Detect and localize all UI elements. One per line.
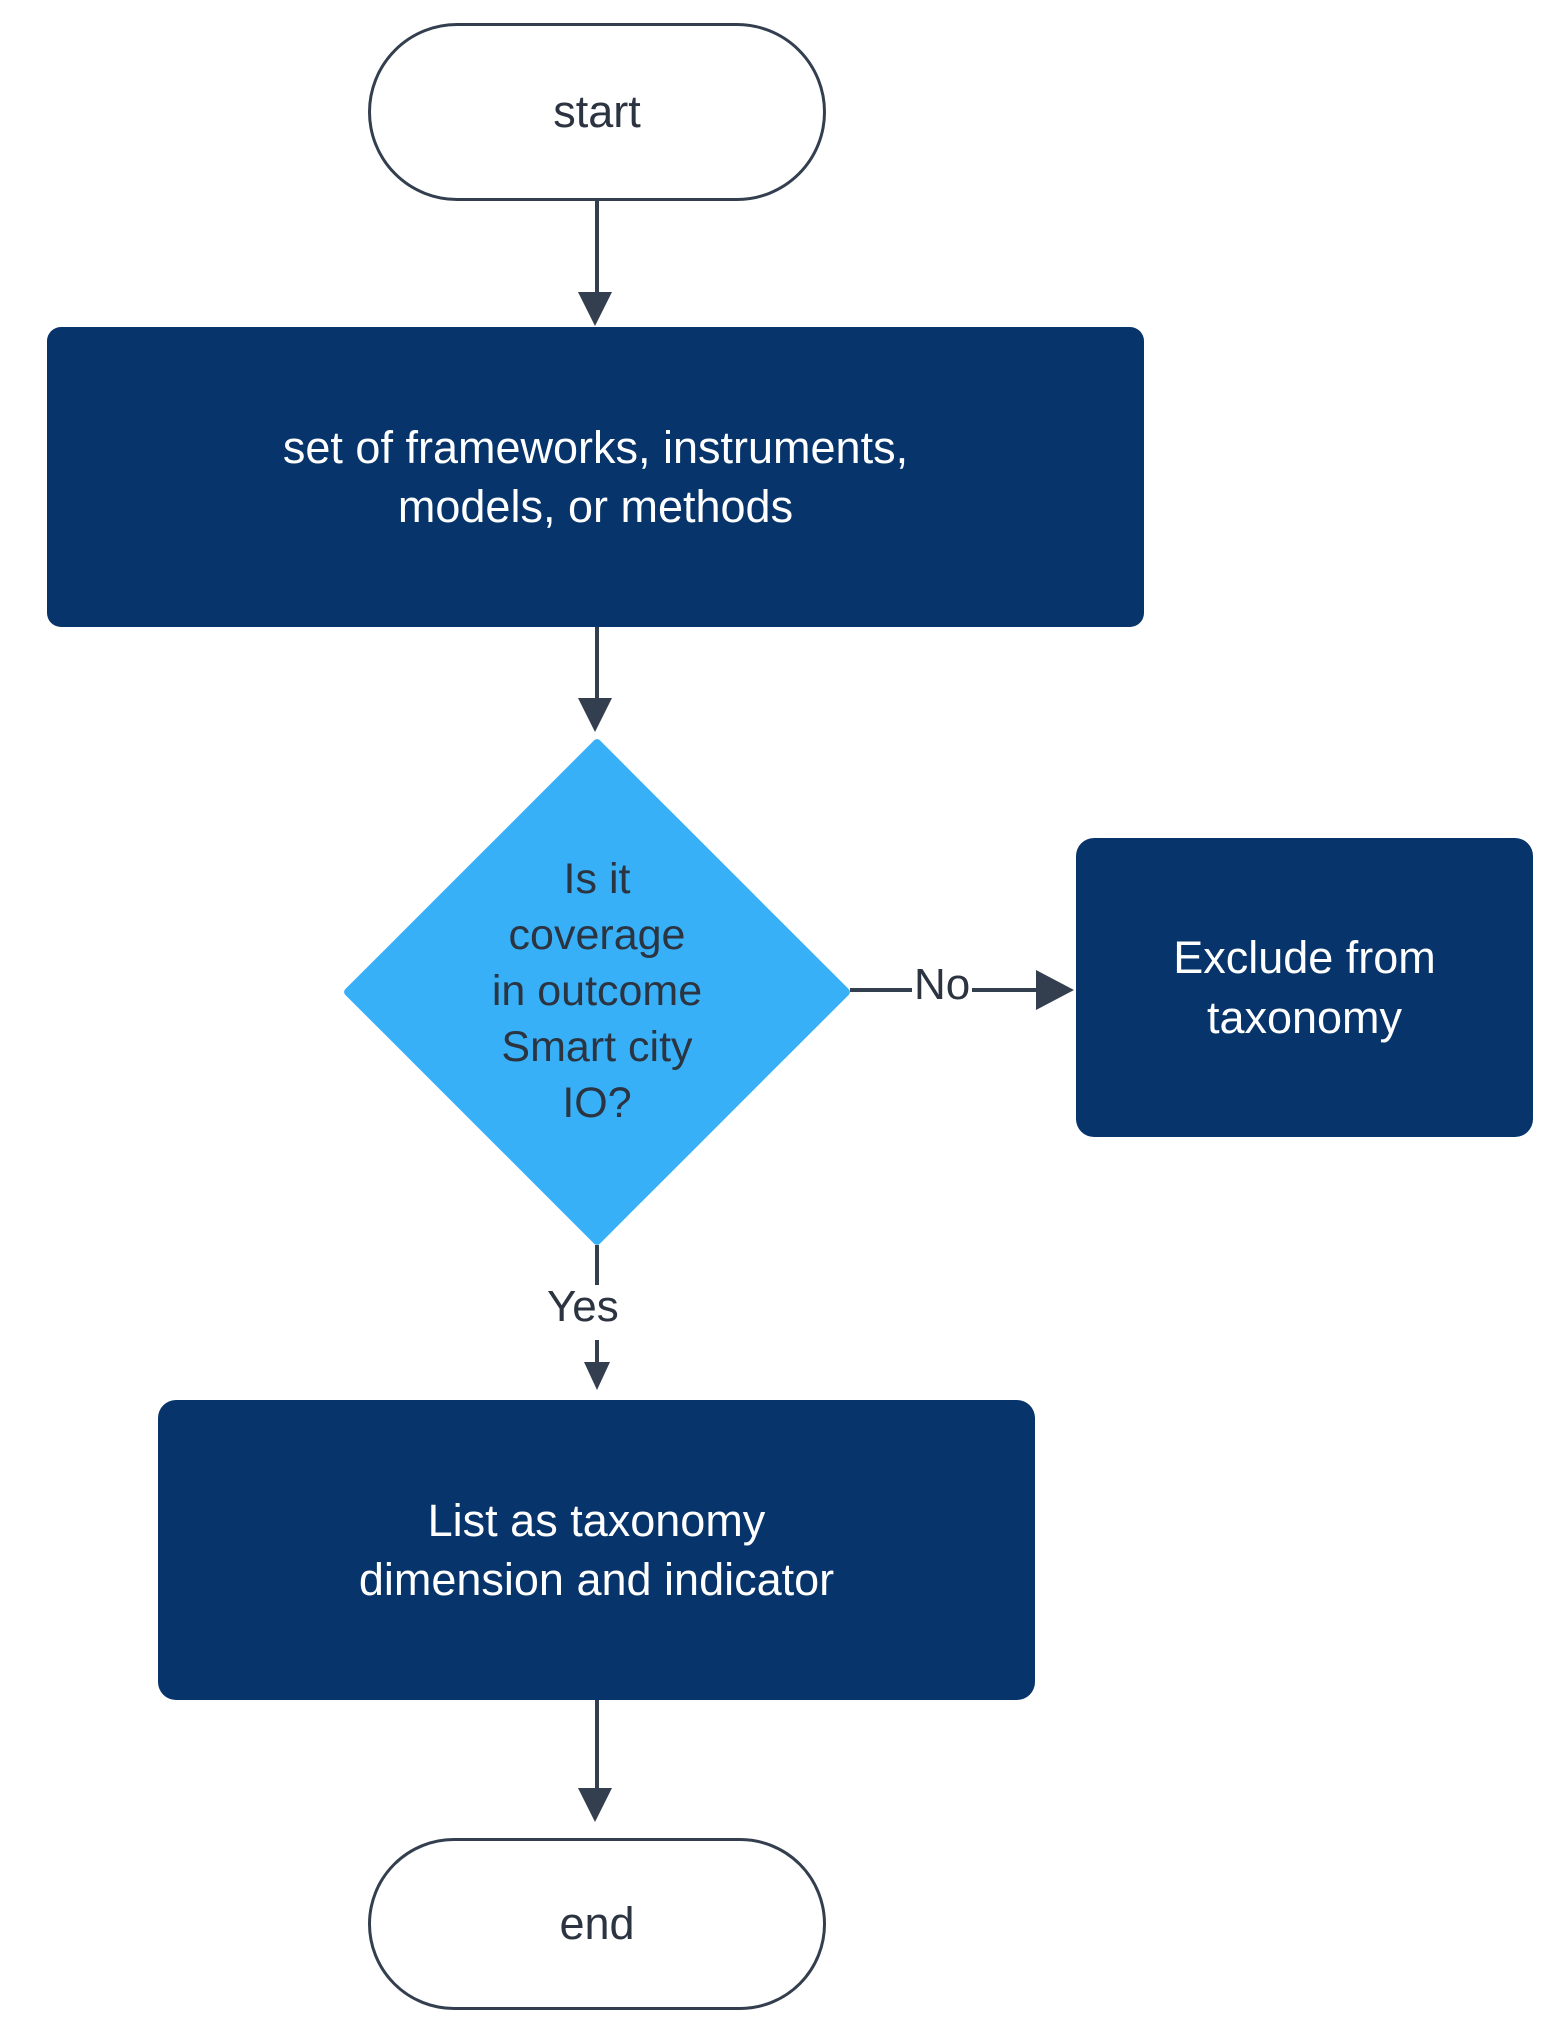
arrowhead-input-to-decision-icon (578, 698, 612, 732)
connector-decision-to-list-lower (595, 1340, 599, 1366)
edge-label-no: No (912, 960, 973, 1009)
arrowhead-start-to-input-icon (578, 292, 612, 326)
arrowhead-decision-to-list-icon (584, 1362, 610, 1390)
node-decision[interactable]: Is it coverage in outcome Smart city IO? (342, 737, 852, 1247)
node-input-set-label: set of frameworks, instruments, models, … (282, 421, 909, 532)
node-decision-label: Is it coverage in outcome Smart city IO? (491, 855, 703, 1127)
node-end[interactable]: end (368, 1838, 826, 2010)
connector-list-to-end (595, 1700, 599, 1792)
node-start-label: start (553, 86, 641, 138)
arrowhead-list-to-end-icon (578, 1788, 612, 1822)
node-list-label: List as taxonomy dimension and indicator (358, 1494, 835, 1605)
connector-start-to-input (595, 201, 599, 296)
node-exclude-label: Exclude from taxonomy (1173, 932, 1436, 1043)
node-start[interactable]: start (368, 23, 826, 201)
node-list[interactable]: List as taxonomy dimension and indicator (158, 1400, 1035, 1700)
edge-label-yes: Yes (545, 1282, 621, 1331)
node-input-set[interactable]: set of frameworks, instruments, models, … (47, 327, 1144, 627)
connector-input-to-decision (595, 627, 599, 702)
node-end-label: end (559, 1898, 635, 1950)
node-exclude[interactable]: Exclude from taxonomy (1076, 838, 1533, 1137)
arrowhead-decision-to-exclude-icon (1036, 970, 1074, 1010)
connector-decision-to-list (595, 1245, 599, 1313)
